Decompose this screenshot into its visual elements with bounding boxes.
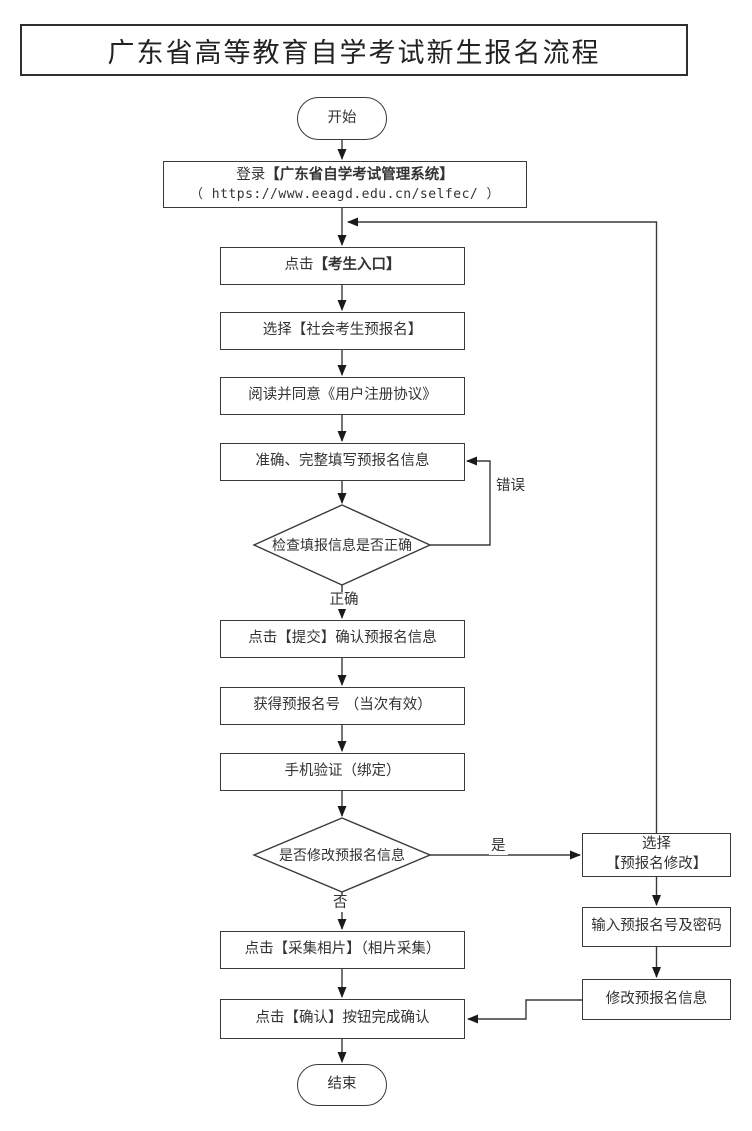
edge-modifyinfo-to-confirm [467,999,582,1024]
node-select-modify-line1: 选择 [642,836,671,853]
node-fill-info: 准确、完整填写预报名信息 [220,443,465,481]
decision-check-info-shape [252,504,432,586]
node-start-label: 开始 [327,109,357,126]
node-agreement-label: 阅读并同意《用户注册协议》 [248,387,437,404]
node-login-url: （ https://www.eeagd.edu.cn/selfec/ ） [189,186,501,202]
node-end-label: 结束 [327,1076,357,1093]
node-select-modify-line2: 【预报名修改】 [605,856,708,872]
edge-label-error: 错误 [494,478,527,496]
edge-label-no: 否 [331,895,350,913]
node-submit-label: 点击【提交】确认预报名信息 [248,630,437,647]
node-get-number: 获得预报名号 （当次有效） [220,687,465,725]
node-submit: 点击【提交】确认预报名信息 [220,620,465,658]
node-select-modify: 选择 【预报名修改】 [582,833,731,877]
node-entrance-strong: 【考生入口】 [313,257,401,274]
node-candidate-entrance-label: 点击【考生入口】 [285,256,401,276]
node-entrance-prefix: 点击 [284,257,314,274]
node-get-number-label: 获得预报名号 （当次有效） [253,697,432,714]
edge-label-correct: 正确 [321,592,367,610]
node-collect-photo-label: 点击【采集相片】（相片采集） [244,941,441,958]
node-end: 结束 [297,1064,387,1106]
node-login-prefix: 登录 [236,166,266,183]
node-login-system: 【广东省自学考试管理系统】 [265,166,454,183]
page-title: 广东省高等教育自学考试新生报名流程 [20,24,688,76]
node-login-line1: 登录【广东省自学考试管理系统】 [236,166,454,186]
edge-error-loop [430,456,491,546]
decision-modify-shape [252,817,432,893]
node-confirm: 点击【确认】按钮完成确认 [220,999,465,1039]
node-choose-prereg: 选择【社会考生预报名】 [220,312,465,350]
node-candidate-entrance: 点击【考生入口】 [220,247,465,285]
node-phone-verify-label: 手机验证（绑定） [284,763,401,780]
node-phone-verify: 手机验证（绑定） [220,753,465,791]
node-enter-number-label: 输入预报名号及密码 [591,918,722,935]
decision-check-info-label: 检查填报信息是否正确 [272,538,412,554]
node-login: 登录【广东省自学考试管理系统】 （ https://www.eeagd.edu.… [163,161,527,208]
node-modify-info-label: 修改预报名信息 [605,990,708,1007]
edge-label-yes: 是 [489,838,508,856]
node-agreement: 阅读并同意《用户注册协议》 [220,377,465,415]
node-start: 开始 [297,97,387,140]
node-collect-photo: 点击【采集相片】（相片采集） [220,931,465,969]
node-modify-info: 修改预报名信息 [582,979,731,1020]
node-choose-prereg-label: 选择【社会考生预报名】 [262,322,423,339]
node-fill-info-label: 准确、完整填写预报名信息 [255,453,430,470]
node-enter-number: 输入预报名号及密码 [582,907,731,947]
decision-modify-label: 是否修改预报名信息 [279,848,405,864]
edge-selectmodify-to-mainline [347,217,658,833]
node-confirm-label: 点击【确认】按钮完成确认 [255,1010,430,1027]
